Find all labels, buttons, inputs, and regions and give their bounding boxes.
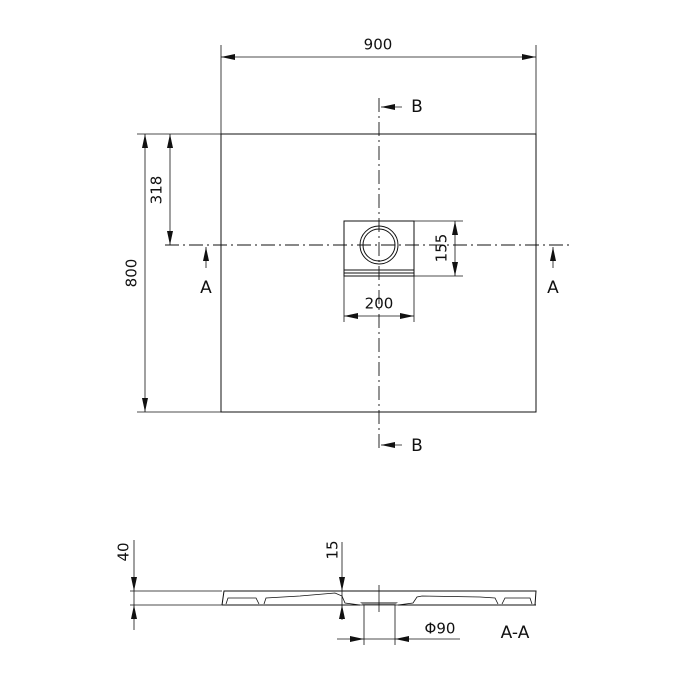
svg-text:A: A [200,278,212,298]
thickness-label: 40 [115,542,133,561]
dimension-drain-diameter: Φ90 [337,605,460,645]
depth-label: 15 [324,540,342,559]
drain-box-height-label: 155 [433,234,451,263]
dimension-width: 900 [220,36,537,134]
dimension-drain-offset: 318 [148,134,173,245]
dimension-drain-box-width: 200 [343,276,415,322]
section-marker-b-top: B [381,97,423,117]
dimension-drain-box-height: 155 [414,220,463,277]
dimension-height: 800 [123,133,221,413]
drain-inner-circle [362,228,396,262]
section-marker-b-bottom: B [381,436,423,456]
svg-text:B: B [411,97,423,117]
shower-tray-outline [220,133,537,413]
width-dimension-label: 900 [364,36,393,54]
plan-view: 900 800 318 155 [123,36,572,456]
tray-section-profile [221,585,537,612]
section-marker-a-left: A [200,247,212,298]
section-marker-a-right: A [547,247,559,298]
svg-text:A: A [547,278,559,298]
section-view: 40 15 Φ90 A-A [115,540,537,645]
drain [343,220,415,277]
drain-offset-label: 318 [148,176,166,205]
dimension-depth: 15 [324,540,345,620]
svg-text:B: B [411,436,423,456]
drain-outer-circle [359,225,399,265]
section-title: A-A [501,623,530,643]
height-dimension-label: 800 [123,259,141,288]
drain-box-width-label: 200 [365,295,394,313]
dimension-thickness: 40 [115,540,222,630]
drain-diameter-label: Φ90 [425,620,456,638]
